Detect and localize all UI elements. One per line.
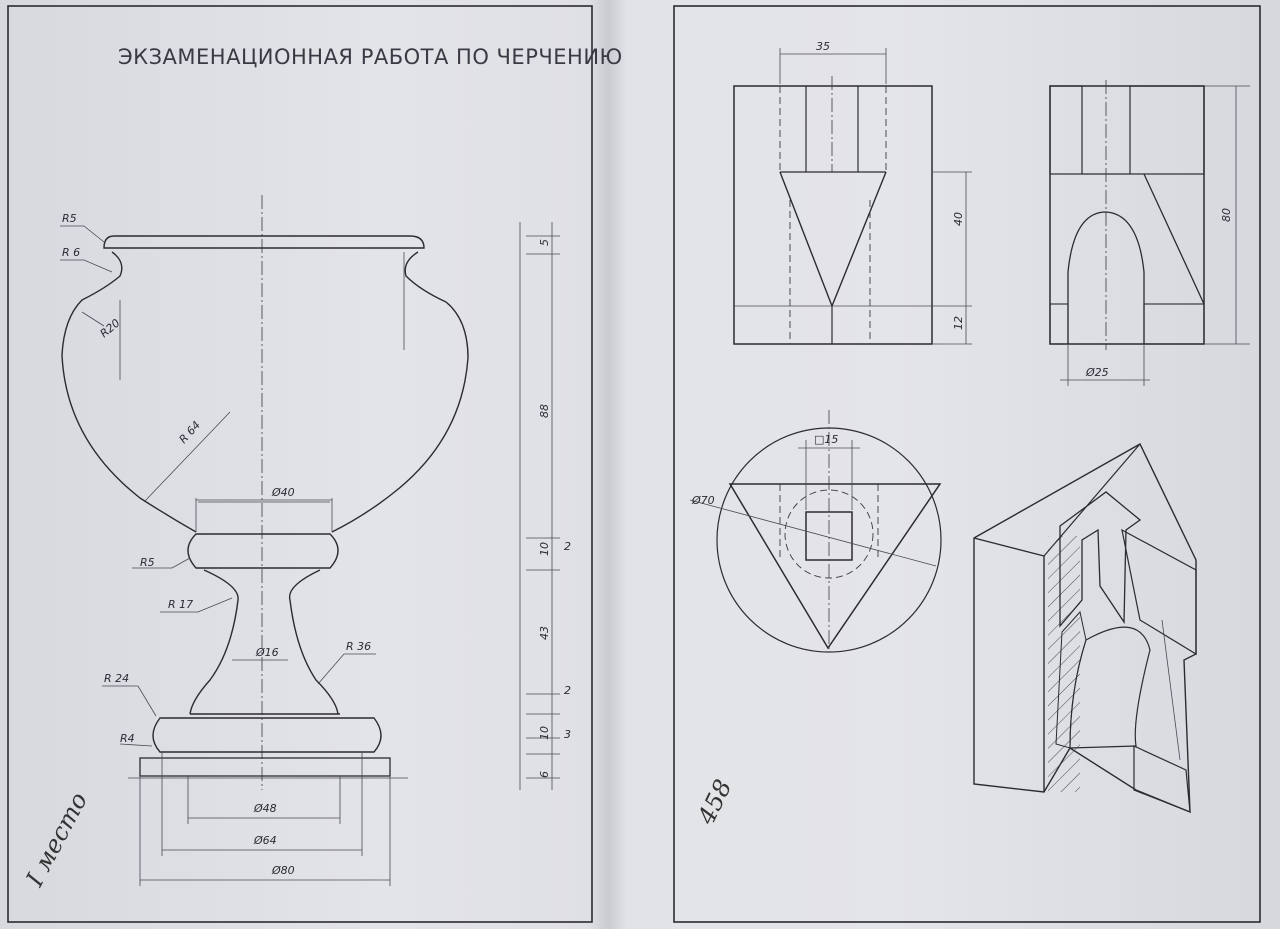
block-isometric-view — [973, 443, 1197, 814]
vase-foot — [152, 717, 382, 753]
vase-radius-bowl: R 64 — [177, 419, 203, 446]
vase-bowl-outline — [61, 251, 469, 533]
top-dim-diameter: Ø70 — [691, 494, 715, 507]
top-dim-square: □15 — [814, 433, 838, 446]
vase-diameter-ring: Ø40 — [271, 486, 295, 499]
vase-radius-ring: R5 — [140, 556, 155, 569]
vase-dim-stem-gap: 2 — [564, 684, 571, 697]
vase-dim-foot-height: 10 — [538, 726, 551, 740]
vase-radius-rim: R5 — [62, 212, 77, 225]
vase-diameter-stem: Ø16 — [255, 646, 279, 659]
vase-dim-stem-height: 43 — [538, 626, 551, 640]
handwritten-place-note: I место — [20, 788, 93, 892]
side-dim-height: 80 — [1220, 208, 1233, 222]
front-dim-bottom: 12 — [952, 316, 965, 330]
vase-diameter-base: Ø80 — [271, 864, 295, 877]
vase-radius-foot: R4 — [120, 732, 135, 745]
vase-drawing: 5 88 10 2 43 2 10 3 6 — [60, 195, 571, 886]
page-title: ЭКЗАМЕНАЦИОННАЯ РАБОТА ПО ЧЕРЧЕНИЮ — [118, 45, 623, 69]
right-sheet-frame — [673, 5, 1261, 923]
handwritten-number: 458 — [692, 775, 738, 829]
vase-radius-stem-top: R 17 — [168, 598, 193, 611]
block-front-view — [733, 48, 972, 345]
front-dim-cut-depth: 40 — [952, 212, 965, 226]
vase-dim-ring-gap: 2 — [564, 540, 571, 553]
vase-radius-stem: R 36 — [346, 640, 371, 653]
vase-dim-base-height: 6 — [538, 771, 551, 778]
vase-diameter-base-inner: Ø48 — [253, 802, 277, 815]
vase-rim — [103, 235, 425, 249]
vase-radius-shoulder: R20 — [98, 316, 123, 340]
vase-dim-bowl-height: 88 — [538, 404, 551, 418]
vase-dim-rim-height: 5 — [538, 239, 551, 246]
vase-radius-neck: R 6 — [62, 246, 80, 259]
vase-radius-foot-top: R 24 — [104, 672, 129, 685]
vase-dim-ring-height: 10 — [538, 542, 551, 556]
vase-diameter-foot: Ø64 — [253, 834, 277, 847]
block-side-section — [1049, 80, 1250, 386]
vase-dim-foot-gap: 3 — [564, 728, 571, 741]
vase-stem — [189, 569, 339, 715]
front-dim-width: 35 — [816, 40, 830, 53]
side-dim-bore: Ø25 — [1085, 366, 1109, 379]
left-sheet-frame — [7, 5, 593, 923]
vase-base — [139, 757, 391, 777]
block-top-view — [689, 410, 942, 653]
vase-ring — [187, 533, 339, 569]
